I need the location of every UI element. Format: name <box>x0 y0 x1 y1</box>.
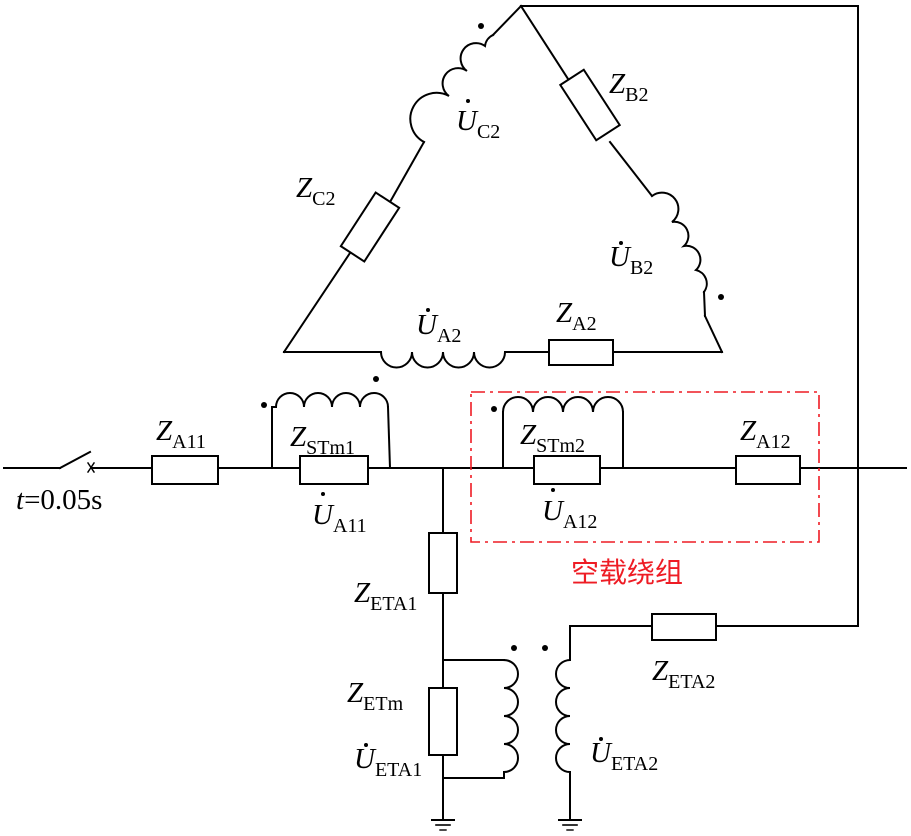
label-u-a11: UA11 <box>312 499 367 537</box>
ground-symbol-left <box>431 819 455 831</box>
resistor-z-eta1 <box>428 532 458 594</box>
label-z-a2: ZA2 <box>556 297 597 335</box>
label-z-c2: ZC2 <box>296 172 335 210</box>
label-z-etm: ZETm <box>347 677 404 715</box>
label-z-a11: ZA11 <box>156 415 206 453</box>
ground-symbol-right <box>558 819 582 831</box>
label-u-eta2: UETA2 <box>590 737 658 775</box>
resistor-z-stm2 <box>533 455 601 485</box>
polarity-dot-a12 <box>491 406 497 412</box>
delta-connection <box>282 4 724 369</box>
winding-eta1 <box>502 658 519 779</box>
label-u-eta1-dot <box>364 743 368 747</box>
resistor-z-a11 <box>151 455 219 485</box>
winding-a12 <box>501 396 625 469</box>
resistor-z-stm1 <box>299 455 369 485</box>
label-u-eta1: UETA1 <box>354 743 422 781</box>
label-z-eta2: ZETA2 <box>652 655 715 693</box>
eta2-feed <box>520 5 859 661</box>
label-z-eta1: ZETA1 <box>354 577 417 615</box>
label-u-b2-dot <box>619 241 623 245</box>
noload-winding-box <box>470 391 820 543</box>
polarity-dot-b2 <box>718 294 724 300</box>
label-z-stm1: ZSTm1 <box>290 421 355 459</box>
eta-branch <box>442 467 505 821</box>
label-z-a12: ZA12 <box>740 415 791 453</box>
switch-blade <box>58 450 92 470</box>
winding-a11 <box>271 392 392 470</box>
label-z-stm2: ZSTm2 <box>520 419 585 457</box>
resistor-z-c2 <box>339 191 401 263</box>
polarity-dot-eta1 <box>511 645 517 651</box>
label-u-b2: UB2 <box>609 241 653 279</box>
label-u-a12: UA12 <box>542 495 597 533</box>
resistor-z-etm <box>428 687 458 756</box>
resistor-z-b2 <box>558 68 622 142</box>
resistor-z-a12 <box>735 455 801 485</box>
resistor-z-a2 <box>548 339 614 366</box>
polarity-dot-a11 <box>261 402 267 408</box>
polarity-dot-a2 <box>373 376 379 382</box>
label-u-c2: UC2 <box>456 105 500 143</box>
polarity-dot-c2 <box>478 23 484 29</box>
resistor-z-eta2 <box>651 613 717 641</box>
noload-winding-label: 空载绕组 <box>571 556 683 589</box>
label-z-b2: ZB2 <box>609 68 648 106</box>
label-u-a2-dot <box>426 308 430 312</box>
winding-a2 <box>379 350 507 369</box>
winding-c2 <box>409 33 495 144</box>
label-u-a12-dot <box>551 488 555 492</box>
label-u-eta2-dot <box>599 737 603 741</box>
label-u-c2-dot <box>466 99 470 103</box>
label-switch-time: t=0.05s <box>16 484 102 516</box>
switch-contact-mark <box>86 461 96 474</box>
label-u-a11-dot <box>321 492 325 496</box>
polarity-dot-eta2 <box>542 645 548 651</box>
winding-b2 <box>650 191 708 294</box>
label-u-a2: UA2 <box>416 309 461 347</box>
winding-eta2 <box>555 658 572 821</box>
